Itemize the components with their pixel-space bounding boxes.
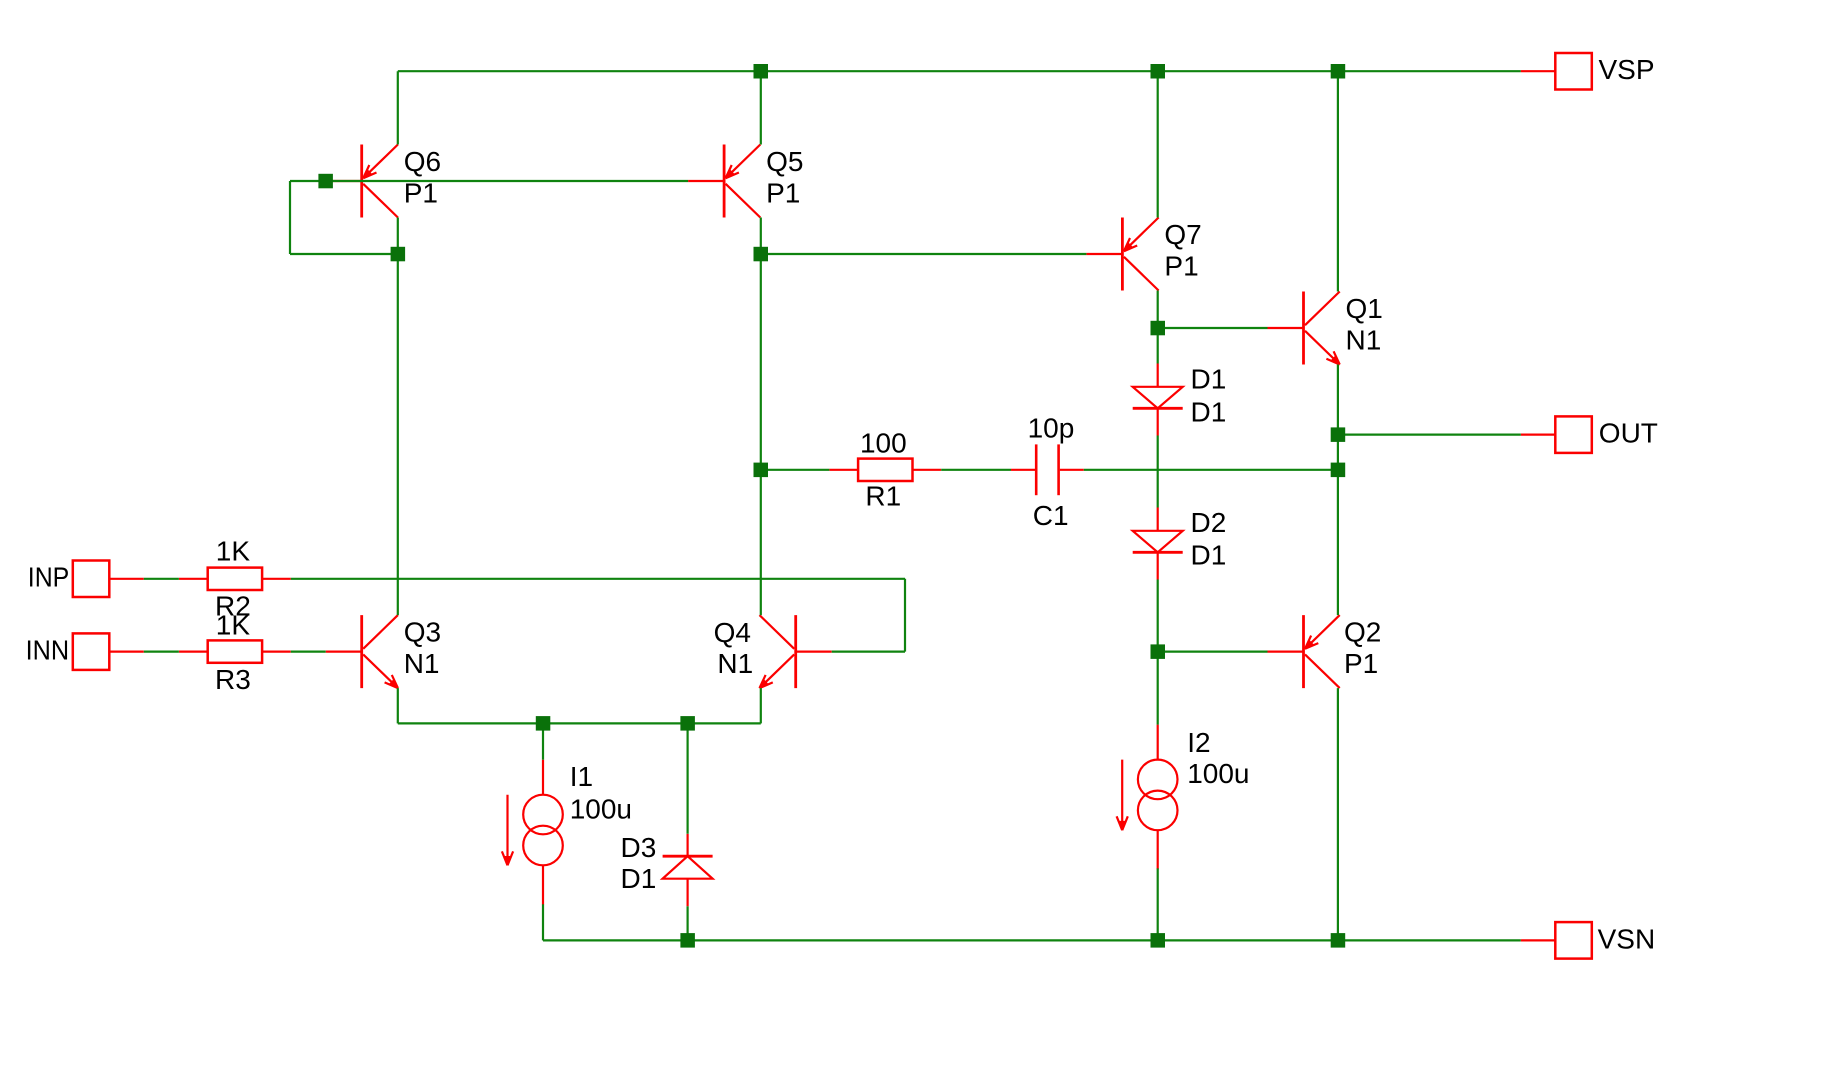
svg-text:100u: 100u [570,794,632,825]
svg-text:P1: P1 [404,178,438,209]
svg-text:P1: P1 [1344,648,1378,679]
svg-text:N1: N1 [1346,325,1382,356]
svg-text:D1: D1 [1191,363,1227,394]
svg-text:D1: D1 [1191,396,1227,427]
svg-text:100u: 100u [1187,758,1249,789]
svg-text:D1: D1 [1191,539,1227,570]
svg-text:100: 100 [860,427,907,458]
svg-text:C1: C1 [1033,500,1069,531]
svg-text:1K: 1K [216,535,251,566]
svg-text:R3: R3 [215,664,251,695]
svg-text:Q5: Q5 [766,146,803,177]
svg-text:R2: R2 [215,590,251,621]
svg-text:P1: P1 [1164,251,1198,282]
svg-text:D3: D3 [621,832,657,863]
svg-text:INP: INP [28,561,70,592]
svg-text:10p: 10p [1028,413,1075,444]
svg-text:Q7: Q7 [1164,219,1201,250]
svg-text:INN: INN [26,635,70,666]
svg-text:Q4: Q4 [714,617,751,648]
svg-text:I2: I2 [1187,727,1210,758]
svg-text:N1: N1 [717,648,753,679]
svg-text:D2: D2 [1191,507,1227,538]
svg-text:VSN: VSN [1598,924,1656,955]
svg-text:R1: R1 [865,480,901,511]
svg-text:1K: 1K [216,610,251,641]
svg-text:Q2: Q2 [1344,617,1381,648]
svg-text:D1: D1 [621,863,657,894]
svg-text:Q6: Q6 [404,146,441,177]
svg-text:P1: P1 [766,178,800,209]
svg-text:I1: I1 [570,761,593,792]
svg-text:VSP: VSP [1599,54,1655,85]
svg-text:Q1: Q1 [1346,293,1383,324]
svg-text:OUT: OUT [1599,418,1658,449]
svg-text:Q3: Q3 [404,617,441,648]
svg-text:N1: N1 [404,648,440,679]
